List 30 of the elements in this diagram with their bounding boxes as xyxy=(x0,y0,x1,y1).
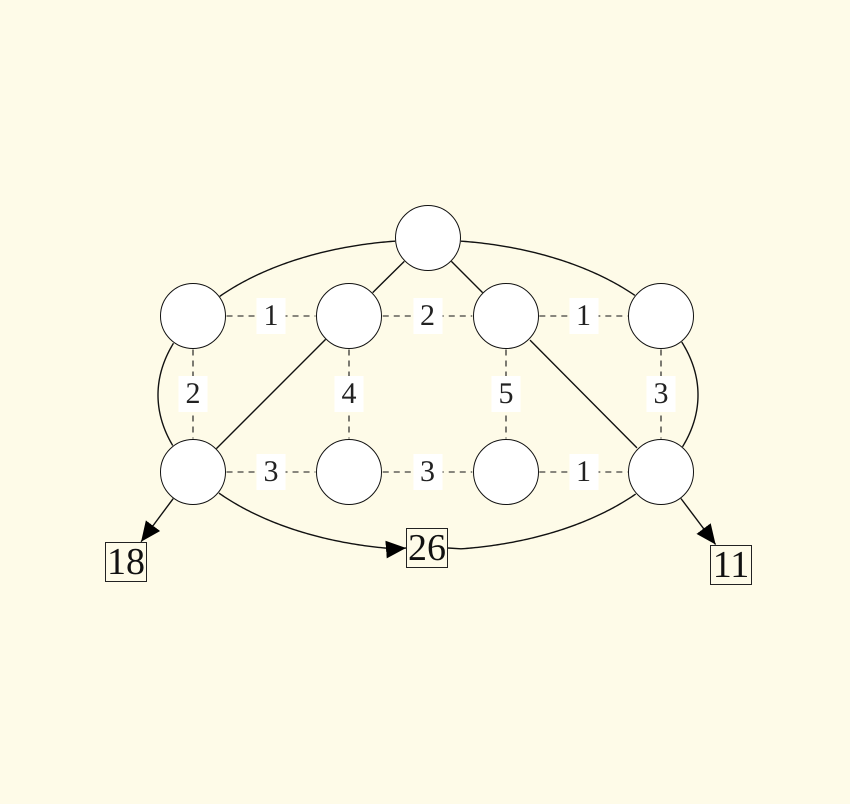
edge-label: 1 xyxy=(256,298,286,334)
connector-line xyxy=(216,338,326,450)
connector-line xyxy=(372,260,405,294)
edge-label: 1 xyxy=(569,298,598,334)
edge-label: 3 xyxy=(413,454,442,490)
circle-node xyxy=(395,205,461,271)
edge-label: 5 xyxy=(492,376,520,412)
connector-line xyxy=(448,493,636,550)
connector-line xyxy=(530,340,638,448)
connector-line xyxy=(460,240,636,296)
circle-node xyxy=(316,283,382,349)
connector-line xyxy=(157,342,174,446)
circle-node xyxy=(628,439,694,505)
connector-line xyxy=(681,342,699,448)
edge-label: 1 xyxy=(569,454,598,490)
number-box: 18 xyxy=(105,542,147,582)
circle-node xyxy=(473,283,539,349)
connector-line xyxy=(450,260,484,294)
number-box: 26 xyxy=(406,528,448,568)
edge-label: 2 xyxy=(413,298,442,334)
edge-label: 3 xyxy=(256,454,286,490)
arrow xyxy=(218,492,406,558)
edge-label: 4 xyxy=(334,376,364,412)
edge-label: 3 xyxy=(646,376,676,412)
circle-node xyxy=(160,439,226,505)
number-box: 11 xyxy=(710,545,752,585)
connector-line xyxy=(219,240,396,297)
edge-label: 2 xyxy=(178,376,208,412)
arrow xyxy=(680,498,716,545)
arrow xyxy=(140,498,174,542)
